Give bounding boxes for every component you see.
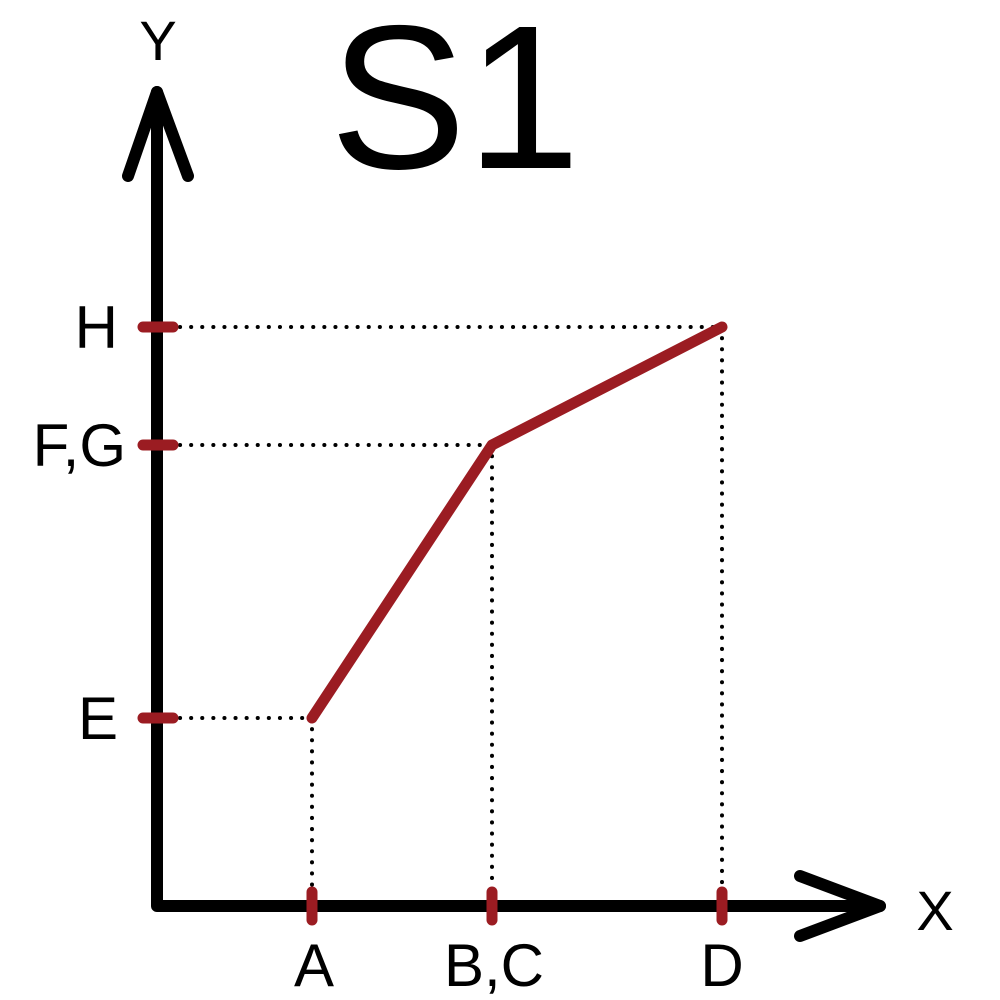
y-axis-arrowhead [122,86,194,182]
x-tick-label-bc: B,C [444,932,544,999]
tick-marks [137,321,728,926]
diagram-title: S1 [330,0,581,212]
y-tick-label-e: E [78,685,118,752]
x-tick-label-a: A [294,932,334,999]
y-axis-name: Y [139,9,176,72]
guide-lines [178,325,724,892]
y-tick-label-fg: F,G [33,412,126,479]
y-tick-label-h: H [75,294,118,361]
x-tick-label-d: D [700,932,743,999]
axis-lines [151,86,886,912]
x-axis-name: X [916,879,953,942]
x-axis-arrowhead [794,870,886,942]
curve-line [306,321,728,724]
axes [122,86,886,942]
